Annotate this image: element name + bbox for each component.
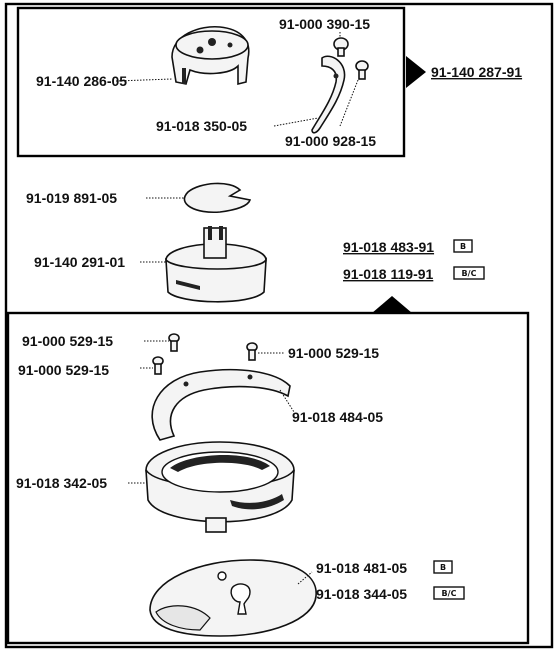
screw-right-part-number: 91-000 529-15 bbox=[288, 345, 379, 361]
screw-bottom-part bbox=[355, 60, 369, 80]
assembly-b-part-number: 91-018 483-91 bbox=[343, 239, 434, 255]
top-group-box bbox=[16, 6, 406, 158]
screw-left-1-part-number: 91-000 529-15 bbox=[22, 333, 113, 349]
assembly-b-tag: B bbox=[460, 242, 466, 251]
plate-b-tag: B bbox=[440, 563, 446, 572]
screw-left-1-part bbox=[168, 333, 180, 352]
hook-race-part bbox=[145, 441, 295, 533]
spring-leader bbox=[273, 117, 319, 127]
assembly-bc-tag-box bbox=[453, 266, 485, 280]
screw-left-2-part bbox=[152, 356, 164, 375]
plate-bc-part-number: 91-018 344-05 bbox=[316, 586, 407, 602]
retaining-ring-part bbox=[151, 368, 291, 441]
bobbin-cover-part bbox=[171, 25, 250, 86]
screw-top-part bbox=[333, 37, 349, 57]
tension-spring-part bbox=[311, 55, 346, 134]
bottom-group-box bbox=[6, 311, 530, 645]
plate-b-tag-box bbox=[433, 560, 453, 574]
ring-leader bbox=[279, 389, 295, 413]
plate-bc-tag: B/C bbox=[442, 589, 457, 598]
bottom-plate-part bbox=[149, 559, 317, 637]
assembly-part-number: 91-140 287-91 bbox=[431, 64, 522, 80]
assembly-b-tag-box bbox=[453, 239, 473, 253]
screw-right-part bbox=[246, 342, 258, 361]
screw-left-2-part-number: 91-000 529-15 bbox=[18, 362, 109, 378]
plate-leader bbox=[297, 571, 313, 585]
assembly-bc-part-number: 91-018 119-91 bbox=[343, 266, 434, 282]
screw-bottom-part-number: 91-000 928-15 bbox=[285, 133, 376, 149]
bottom-assembly-arrow-icon bbox=[372, 296, 412, 313]
plate-b-part-number: 91-018 481-05 bbox=[316, 560, 407, 576]
race-part-number: 91-018 342-05 bbox=[16, 475, 107, 491]
hook-body-part-number: 91-140 291-01 bbox=[34, 254, 125, 270]
spring-clip-part bbox=[183, 182, 252, 214]
ring-part-number: 91-018 484-05 bbox=[292, 409, 383, 425]
assembly-bc-tag: B/C bbox=[462, 269, 477, 278]
page-frame bbox=[4, 2, 554, 649]
cover-part-number: 91-140 286-05 bbox=[36, 73, 127, 89]
hook-body-part bbox=[165, 226, 267, 303]
screw-bottom-leader bbox=[339, 79, 359, 127]
plate-bc-tag-box bbox=[433, 586, 465, 600]
assembly-arrow-icon bbox=[406, 56, 426, 88]
cover-leader bbox=[115, 78, 173, 82]
spring-part-number: 91-018 350-05 bbox=[156, 118, 247, 134]
screw-top-part-number: 91-000 390-15 bbox=[279, 16, 370, 32]
spring-clip-part-number: 91-019 891-05 bbox=[26, 190, 117, 206]
